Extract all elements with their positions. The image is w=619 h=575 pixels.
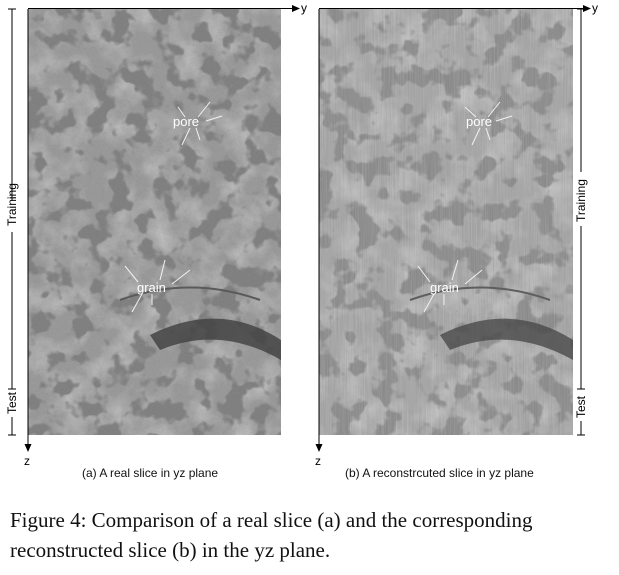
panel-a-annotations bbox=[124, 101, 223, 313]
grain-label-a: grain bbox=[137, 280, 166, 295]
panel-b-annotations bbox=[417, 101, 513, 313]
figure-caption: Figure 4: Comparison of a real slice (a)… bbox=[10, 508, 533, 562]
test-label-b: Test bbox=[574, 395, 588, 418]
axis-z-label-b: z bbox=[315, 454, 321, 468]
panel-a-axes bbox=[8, 5, 300, 452]
panel-b-axes bbox=[315, 5, 591, 452]
panel-b-image bbox=[319, 9, 573, 435]
pore-label-a: pore bbox=[173, 114, 199, 129]
training-label-a: Training bbox=[5, 183, 19, 226]
panel-a-image bbox=[28, 9, 281, 435]
training-label-b: Training bbox=[574, 179, 588, 222]
grain-label-b: grain bbox=[430, 280, 459, 295]
pore-label-b: pore bbox=[466, 114, 492, 129]
axis-z-label-a: z bbox=[24, 454, 30, 468]
axis-y-label-b: y bbox=[592, 1, 598, 15]
figure-4: pore grain pore grain y z Training Test bbox=[5, 1, 598, 468]
test-label-a: Test bbox=[5, 391, 19, 414]
subcaption-a: (a) A real slice in yz plane bbox=[82, 466, 219, 480]
subcaption-b: (b) A reconstrcuted slice in yz plane bbox=[345, 466, 534, 480]
axis-y-label-a: y bbox=[301, 1, 307, 15]
